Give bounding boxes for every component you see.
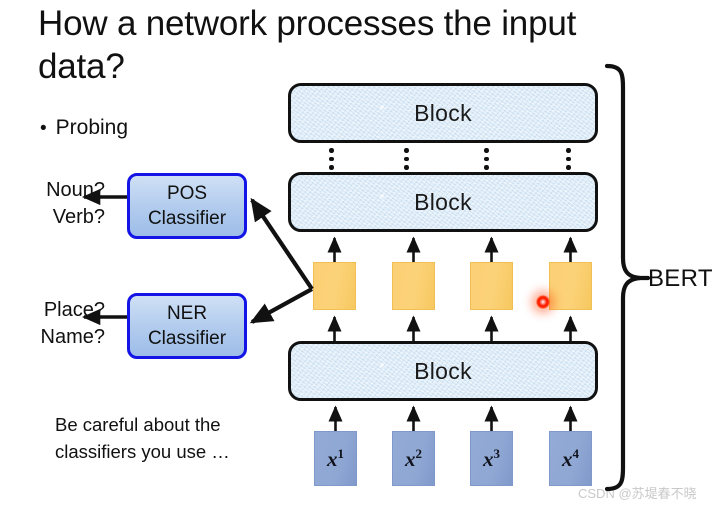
- vertical-ellipsis-3: [484, 148, 489, 170]
- laser-pointer-dot: [536, 295, 550, 309]
- input-token-2: x2: [392, 431, 435, 486]
- input-token-label-4: x4: [562, 445, 579, 471]
- input-token-3: x3: [470, 431, 513, 486]
- pos-classifier-line2: Classifier: [147, 208, 227, 229]
- input-token-label-3: x3: [483, 445, 500, 471]
- block-label: Block: [414, 99, 472, 126]
- ner-classifier-line2: Classifier: [147, 328, 227, 349]
- hidden-vector-1: [313, 262, 356, 310]
- page-title: How a network processes the input data?: [38, 4, 577, 86]
- input-token-1: x1: [314, 431, 357, 486]
- arrows-vectors-to-block: [327, 236, 578, 262]
- bullet-marker-icon: •: [40, 118, 47, 139]
- watermark-text: CSDN @苏堤春不晓: [578, 486, 697, 501]
- pos-output-label: Noun? Verb?: [5, 177, 105, 231]
- input-token-label-2: x2: [405, 445, 422, 471]
- bullet-probing: • Probing: [40, 116, 128, 140]
- bert-label: BERT: [648, 265, 713, 292]
- ner-classifier-box[interactable]: NER Classifier: [127, 293, 247, 359]
- arrow-vector-to-ner-classifier: [249, 287, 314, 324]
- pos-output-line2: Verb?: [52, 206, 105, 228]
- pos-classifier-box[interactable]: POS Classifier: [127, 173, 247, 239]
- ner-output-label: Place? Name?: [5, 297, 105, 351]
- pos-classifier-line1: POS: [166, 183, 208, 204]
- ner-output-line1: Place?: [43, 299, 105, 321]
- hidden-vector-2: [392, 262, 435, 310]
- input-token-label-1: x1: [327, 445, 344, 471]
- hidden-vector-4: [549, 262, 592, 310]
- pos-output-line1: Noun?: [46, 179, 105, 201]
- caption-note: Be careful about the classifiers you use…: [55, 414, 230, 462]
- arrows-block-to-vectors: [327, 315, 578, 341]
- hidden-vector-3: [470, 262, 513, 310]
- vertical-ellipsis-1: [329, 148, 334, 170]
- block-label: Block: [414, 357, 472, 384]
- vertical-ellipsis-4: [566, 148, 571, 170]
- bullet-label: Probing: [55, 116, 129, 139]
- ner-classifier-line1: NER: [166, 303, 208, 324]
- transformer-block-top: Block: [288, 83, 598, 143]
- arrows-inputs-to-block: [328, 405, 578, 431]
- input-token-4: x4: [549, 431, 592, 486]
- ner-output-line2: Name?: [40, 326, 105, 348]
- transformer-block-middle: Block: [288, 172, 598, 232]
- block-label: Block: [414, 188, 472, 215]
- vertical-ellipsis-2: [404, 148, 409, 170]
- transformer-block-bottom: Block: [288, 341, 598, 401]
- bert-brace: [604, 63, 641, 492]
